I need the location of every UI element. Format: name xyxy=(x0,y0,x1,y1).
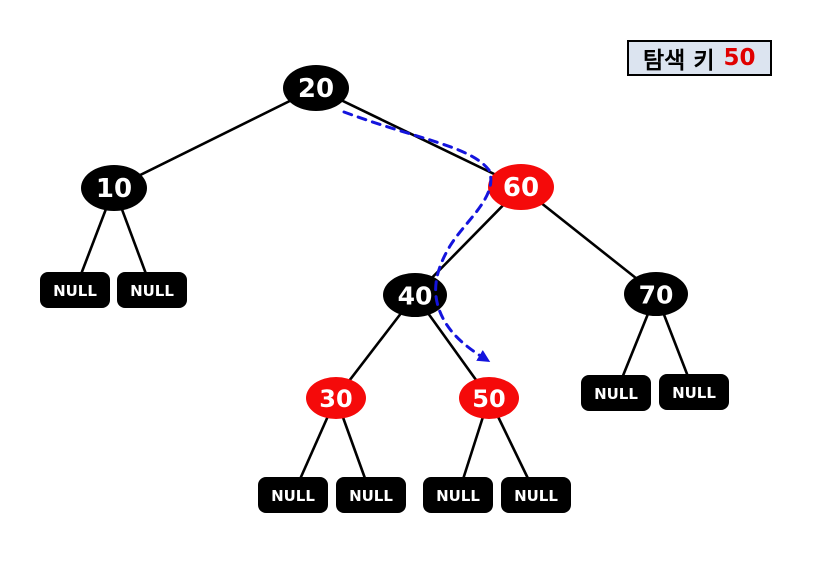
tree-node-20: 20 xyxy=(283,65,349,111)
node-label-70: 70 xyxy=(639,281,674,310)
null-shape xyxy=(117,272,187,308)
node-label-40: 40 xyxy=(398,282,433,311)
node-shape-20 xyxy=(283,65,349,111)
edge-60-to-70 xyxy=(520,185,657,296)
node-label-50: 50 xyxy=(472,385,505,413)
node-shape-70 xyxy=(624,272,688,316)
null-shape xyxy=(336,477,406,513)
null-70-right: NULL xyxy=(659,374,729,410)
null-70-left: NULL xyxy=(581,375,651,411)
node-shape-60 xyxy=(488,164,554,210)
search-key-box: 탐색 키 50 xyxy=(627,40,772,76)
search-path-layer xyxy=(342,110,493,362)
null-10-left: NULL xyxy=(40,272,110,308)
null-shape xyxy=(258,477,328,513)
tree-node-40: 40 xyxy=(383,273,447,317)
node-shape-40 xyxy=(383,273,447,317)
search-key-value: 50 xyxy=(723,45,756,71)
null-30-left: NULL xyxy=(258,477,328,513)
node-label-10: 10 xyxy=(96,174,132,204)
null-label: NULL xyxy=(53,282,97,300)
search-key-label: 탐색 키 xyxy=(643,48,715,74)
null-50-right: NULL xyxy=(501,477,571,513)
null-label: NULL xyxy=(672,384,716,402)
node-label-60: 60 xyxy=(503,173,539,203)
null-label: NULL xyxy=(130,282,174,300)
tree-node-60: 60 xyxy=(488,164,554,210)
tree-node-30: 30 xyxy=(306,377,366,419)
null-30-right: NULL xyxy=(336,477,406,513)
tree-node-10: 10 xyxy=(81,165,147,211)
null-shape xyxy=(40,272,110,308)
tree-node-70: 70 xyxy=(624,272,688,316)
null-label: NULL xyxy=(514,487,558,505)
edge-20-to-10 xyxy=(113,86,317,190)
node-label-20: 20 xyxy=(298,74,334,104)
node-shape-30 xyxy=(306,377,366,419)
node-shape-50 xyxy=(459,377,519,419)
search-path-arrow xyxy=(342,110,493,362)
null-shape xyxy=(423,477,493,513)
null-label: NULL xyxy=(271,487,315,505)
tree-node-50: 50 xyxy=(459,377,519,419)
null-label: NULL xyxy=(594,385,638,403)
node-shape-10 xyxy=(81,165,147,211)
node-label-30: 30 xyxy=(319,385,352,413)
null-label: NULL xyxy=(436,487,480,505)
null-shape xyxy=(659,374,729,410)
null-shape xyxy=(501,477,571,513)
null-10-right: NULL xyxy=(117,272,187,308)
null-label: NULL xyxy=(349,487,393,505)
null-shape xyxy=(581,375,651,411)
null-50-left: NULL xyxy=(423,477,493,513)
